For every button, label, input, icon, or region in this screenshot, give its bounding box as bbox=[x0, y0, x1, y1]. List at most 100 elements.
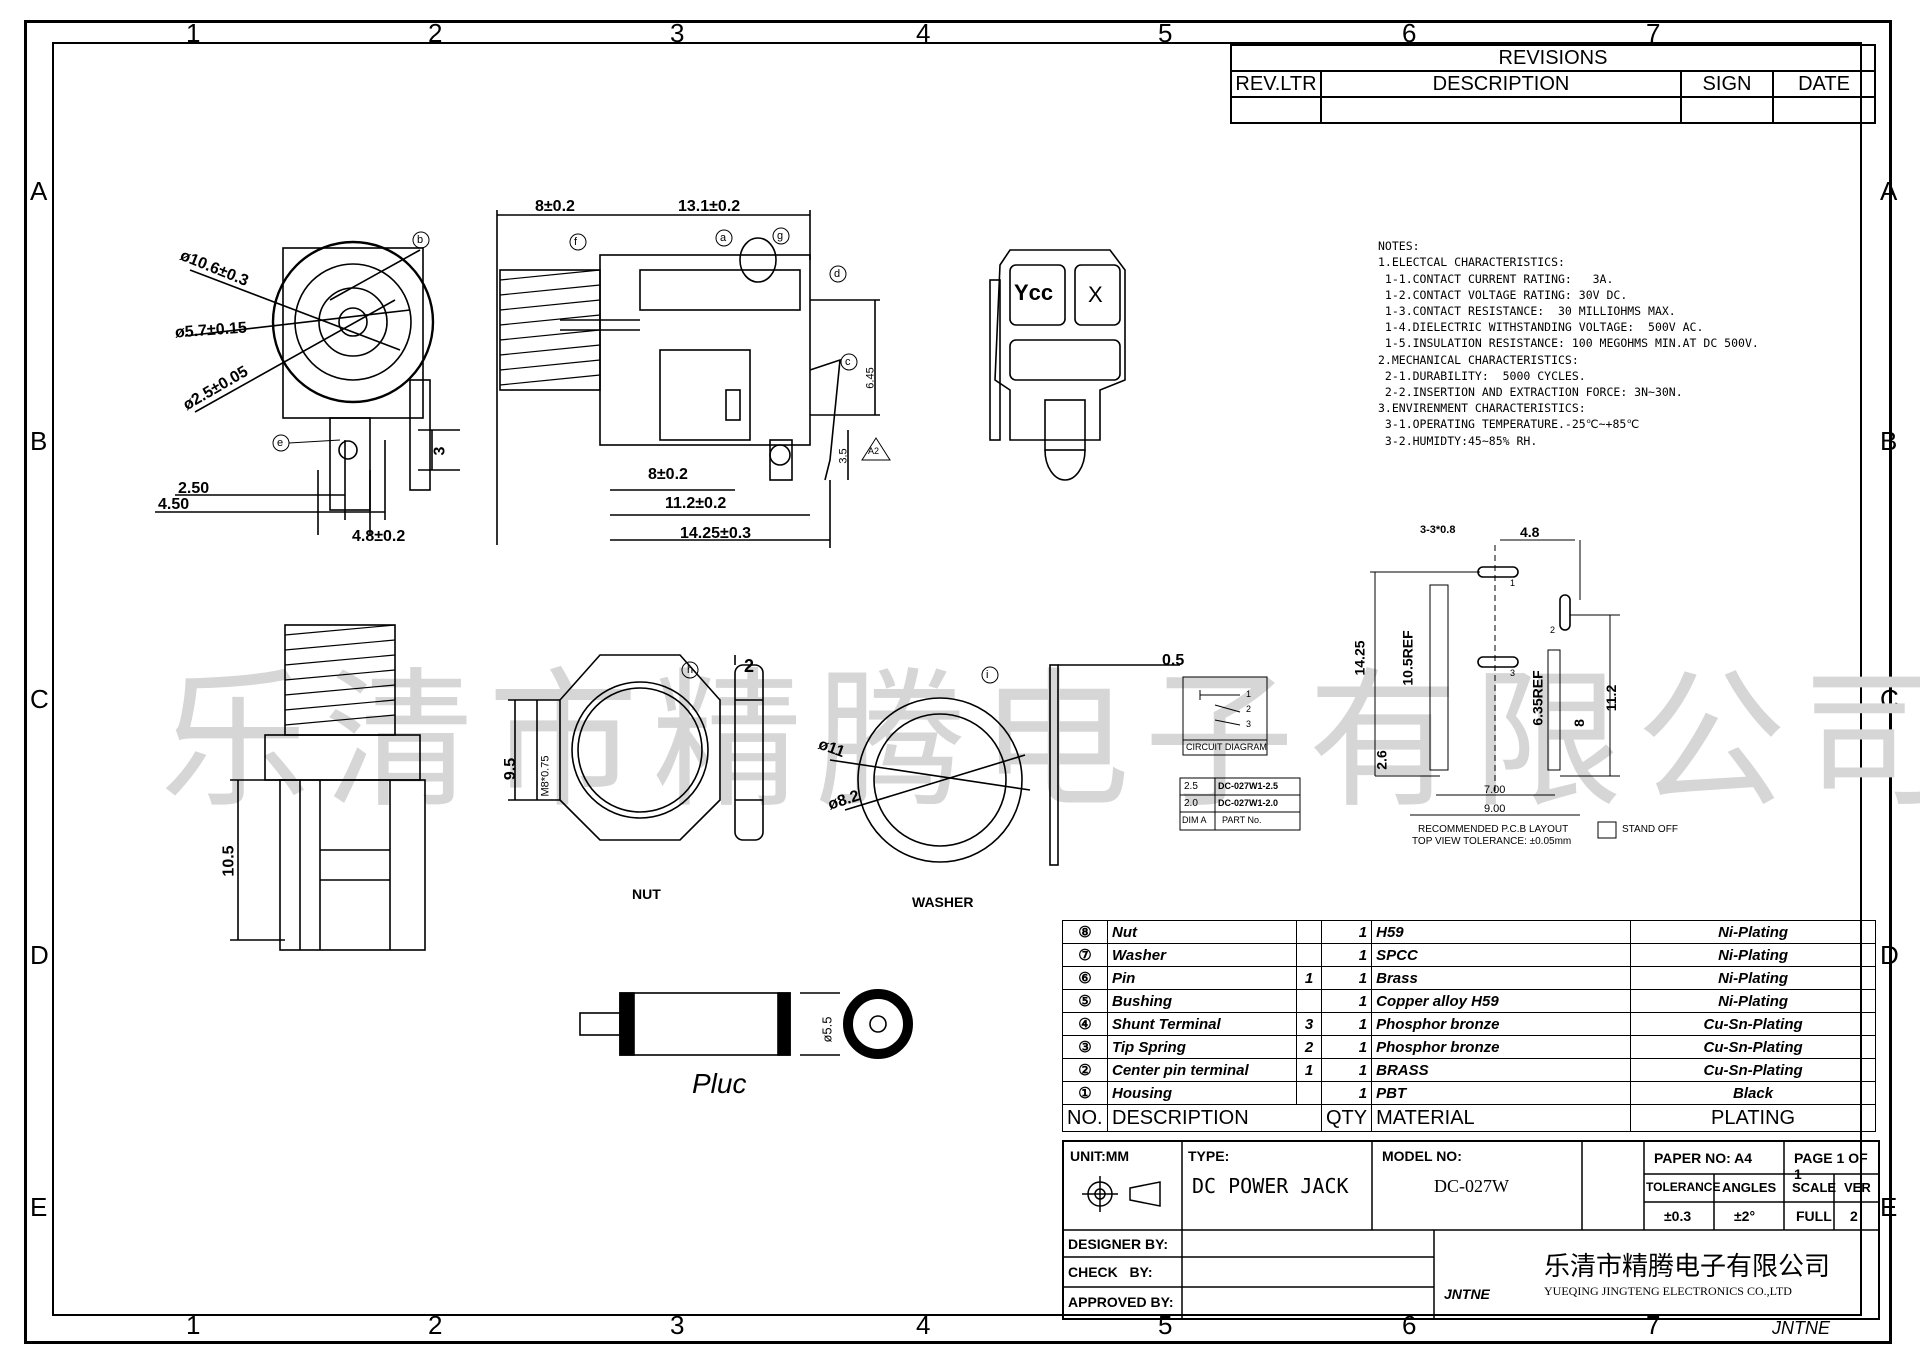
dimension-label: 2.50 bbox=[178, 480, 210, 497]
dimension-label: 4.8±0.2 bbox=[352, 528, 406, 545]
bom-qty: 1 bbox=[1320, 943, 1373, 967]
dimension-label: 8±0.2 bbox=[535, 198, 575, 215]
callout-letter: i bbox=[986, 669, 989, 681]
bom-material: Copper alloy H59 bbox=[1371, 989, 1632, 1013]
rev-cell bbox=[1680, 96, 1774, 124]
bom-no: ② bbox=[1062, 1058, 1108, 1082]
bom-box bbox=[1296, 920, 1322, 944]
bom-qty: 1 bbox=[1320, 966, 1373, 990]
bom-box bbox=[1296, 1081, 1322, 1105]
dimension-label: ø5.5 bbox=[819, 1016, 835, 1043]
bom-qty: 1 bbox=[1320, 1012, 1373, 1036]
circuit-label: CIRCUIT DIAGRAM bbox=[1186, 742, 1267, 752]
standoff-label: STAND OFF bbox=[1622, 824, 1678, 835]
bom-row: ⑤ Bushing 1 Copper alloy H59 Ni-Plating bbox=[1062, 989, 1876, 1013]
bom-qty: 1 bbox=[1320, 1058, 1373, 1082]
bom-header-material: MATERIAL bbox=[1371, 1104, 1632, 1132]
part-table-cell: 2.5 bbox=[1184, 781, 1198, 792]
part-table-cell: DIM A bbox=[1182, 815, 1207, 825]
check-label: CHECK BY: bbox=[1068, 1264, 1153, 1280]
circuit-pin: 1 bbox=[1246, 689, 1252, 699]
bom-header-no: NO. bbox=[1062, 1104, 1108, 1132]
part-table-cell: DC-027W1-2.0 bbox=[1218, 798, 1279, 808]
rear-view-logo: Ycc bbox=[1014, 280, 1054, 305]
bom-material: SPCC bbox=[1371, 943, 1632, 967]
bom-row: ⑥ Pin 1 1 Brass Ni-Plating bbox=[1062, 966, 1876, 990]
title-block-grid bbox=[1064, 1142, 1878, 1318]
scale-label: SCALE bbox=[1792, 1180, 1837, 1195]
zone-number: 3 bbox=[670, 1310, 685, 1340]
rev-header-rev: REV.LTR bbox=[1230, 70, 1322, 98]
note-line: 2-2.INSERTION AND EXTRACTION FORCE: 3N~3… bbox=[1378, 385, 1683, 400]
bill-of-materials-table: ⑧ Nut 1 H59 Ni-Plating ⑦ Washer 1 SPCC N… bbox=[1062, 920, 1876, 1132]
bom-qty: 1 bbox=[1320, 920, 1373, 944]
ver-value: 2 bbox=[1850, 1208, 1858, 1224]
dimension-label: 11.2 bbox=[1603, 684, 1620, 712]
type-label: TYPE: bbox=[1188, 1148, 1230, 1164]
note-line: 3-1.OPERATING TEMPERATURE.-25℃~+85℃ bbox=[1378, 417, 1640, 432]
callout-letter: h bbox=[687, 664, 694, 676]
zone-letter: D bbox=[1880, 940, 1899, 970]
dimension-label: 3 bbox=[431, 446, 449, 456]
bom-qty: 1 bbox=[1320, 1081, 1373, 1105]
bom-plating: Ni-Plating bbox=[1630, 989, 1876, 1013]
bom-plating: Ni-Plating bbox=[1630, 966, 1876, 990]
zone-number: 4 bbox=[916, 18, 931, 48]
bom-no: ④ bbox=[1062, 1012, 1108, 1036]
zone-number: 5 bbox=[1158, 18, 1173, 48]
zone-number: 4 bbox=[916, 1310, 931, 1340]
rev-cell bbox=[1230, 96, 1322, 124]
bom-material: Brass bbox=[1371, 966, 1632, 990]
callout-letter: d bbox=[834, 268, 841, 280]
model-value: DC-027W bbox=[1434, 1176, 1509, 1196]
rear-view-drawing bbox=[989, 249, 1126, 481]
zone-letter: B bbox=[1880, 426, 1898, 456]
callout-letter: c bbox=[845, 356, 851, 368]
dimension-label: 10.5REF bbox=[1399, 630, 1416, 686]
bom-desc: Pin bbox=[1107, 966, 1297, 990]
bom-material: BRASS bbox=[1371, 1058, 1632, 1082]
title-block: UNIT:MM TYPE: DC POWER JACK MODEL NO: DC… bbox=[1062, 1140, 1880, 1320]
revisions-table: REVISIONS REV.LTR DESCRIPTION SIGN DATE bbox=[1230, 44, 1876, 124]
bottom-view-drawing bbox=[230, 624, 426, 951]
rear-view-mark: X bbox=[1088, 282, 1103, 307]
zone-number: 1 bbox=[186, 1310, 201, 1340]
dimension-label: 7.00 bbox=[1484, 784, 1506, 796]
bom-plating: Cu-Sn-Plating bbox=[1630, 1012, 1876, 1036]
dimension-label: 4.8 bbox=[1520, 524, 1540, 540]
bom-box: 1 bbox=[1296, 966, 1322, 990]
bom-plating: Ni-Plating bbox=[1630, 920, 1876, 944]
zone-letter: A bbox=[1880, 176, 1898, 206]
rev-cell bbox=[1772, 96, 1876, 124]
bom-qty: 1 bbox=[1320, 989, 1373, 1013]
revisions-title: REVISIONS bbox=[1230, 44, 1876, 72]
bom-box: 1 bbox=[1296, 1058, 1322, 1082]
zone-number: 5 bbox=[1158, 1310, 1173, 1340]
bom-row: ① Housing 1 PBT Black bbox=[1062, 1081, 1876, 1105]
plug-label: Pluc bbox=[692, 1068, 747, 1099]
plug-drawing bbox=[579, 989, 913, 1059]
callout-letter: g bbox=[777, 230, 784, 242]
angles-value: ±2° bbox=[1734, 1208, 1756, 1224]
bom-plating: Cu-Sn-Plating bbox=[1630, 1058, 1876, 1082]
zone-letter: C bbox=[1880, 684, 1899, 714]
projection-symbol bbox=[1082, 1176, 1161, 1212]
bom-no: ⑤ bbox=[1062, 989, 1108, 1013]
pin-label: 1 bbox=[1510, 578, 1516, 588]
bom-desc: Tip Spring bbox=[1107, 1035, 1297, 1059]
bom-material: Phosphor bronze bbox=[1371, 1012, 1632, 1036]
zone-number: 6 bbox=[1402, 18, 1417, 48]
page-number: PAGE 1 OF 1 bbox=[1794, 1150, 1868, 1182]
circuit-pin: 2 bbox=[1246, 704, 1252, 714]
bom-header-plating: PLATING bbox=[1630, 1104, 1876, 1132]
note-line: 1-5.INSULATION RESISTANCE: 100 MEGOHMS M… bbox=[1378, 336, 1759, 351]
paper-number: PAPER NO: A4 bbox=[1654, 1150, 1753, 1166]
note-line: 3-2.HUMIDTY:45~85% RH. bbox=[1378, 433, 1538, 448]
bom-no: ⑦ bbox=[1062, 943, 1108, 967]
callout-letter: f bbox=[574, 236, 578, 248]
bom-material: PBT bbox=[1371, 1081, 1632, 1105]
circuit-diagram-drawing bbox=[1179, 676, 1301, 831]
note-line: 1.ELECTCAL CHARACTERISTICS: bbox=[1378, 255, 1565, 270]
zone-number: 7 bbox=[1646, 18, 1661, 48]
bom-desc: Shunt Terminal bbox=[1107, 1012, 1297, 1036]
